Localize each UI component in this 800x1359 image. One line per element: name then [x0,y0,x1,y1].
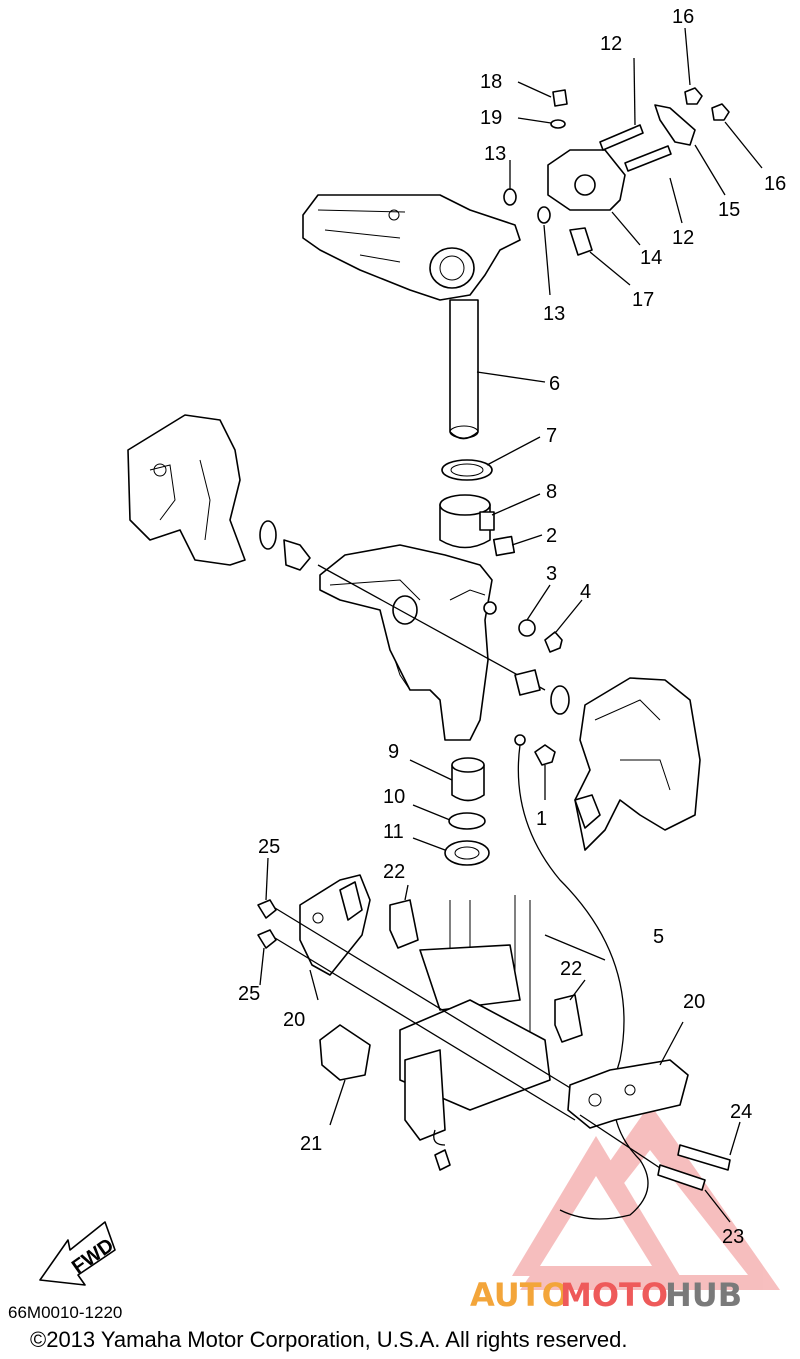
callout-12a: 12 [600,33,622,55]
mount-bracket-20-left [299,874,371,976]
callout-8: 8 [546,481,557,503]
callout-11: 11 [383,821,404,843]
stud-12a [599,124,644,151]
callout-6: 6 [549,373,560,395]
callout-15: 15 [718,199,740,221]
bolt-25a [257,899,277,919]
swivel-bracket [319,544,497,741]
washer-7 [441,459,493,481]
callout-4: 4 [580,581,591,603]
watermark-moto: MOTO [560,1276,668,1314]
watermark-auto: AUTO [470,1276,569,1314]
callout-14: 14 [640,247,662,269]
mount-21 [319,1024,371,1081]
bolt-lower [434,1149,451,1171]
callout-22b: 22 [560,958,582,980]
bushing-left [283,539,311,571]
callout-25b: 25 [238,983,260,1005]
callout-2: 2 [546,525,557,547]
nut-16b [711,103,730,121]
clamp-bracket-left [127,414,246,566]
bushing-9 [451,757,485,802]
callout-25a: 25 [258,836,280,858]
watermark-hub: HUB [665,1276,742,1314]
callout-19: 19 [480,107,502,129]
callout-3: 3 [546,563,557,585]
callout-23: 23 [722,1226,744,1248]
ground-wire-5 [517,744,649,1220]
callout-7: 7 [546,425,557,447]
bushing-3 [518,619,536,637]
bolt-25b [257,929,277,949]
bolt-23 [657,1164,706,1191]
callout-21: 21 [300,1133,322,1155]
mount-22b [554,994,583,1043]
washer-13b [537,206,551,224]
callout-12b: 12 [672,227,694,249]
callout-18: 18 [480,71,502,93]
clamp-bracket-right [574,677,701,851]
watermark-text: AUTO MOTO HUB [470,1276,742,1314]
callout-20b: 20 [283,1009,305,1031]
copyright-text: ©2013 Yamaha Motor Corporation, U.S.A. A… [30,1327,627,1352]
callout-20a: 20 [683,991,705,1013]
mount-bracket-20-right [567,1059,689,1129]
lower-mount [399,895,551,1141]
bushing-8 [439,494,495,549]
washer-left [259,520,277,550]
seal-11 [444,840,490,866]
callout-16a: 16 [672,6,694,28]
callout-16b: 16 [764,173,786,195]
part-2-plate [492,535,516,557]
lead-terminal [514,734,526,746]
steering-bracket [302,194,521,301]
plate-15 [654,104,696,146]
callout-22a: 22 [383,861,405,883]
callout-9: 9 [388,741,399,763]
steering-shaft [449,299,479,440]
oring-10 [448,812,486,830]
washer-19 [550,119,566,129]
nut-16a [684,87,703,105]
bolt-18 [552,89,568,107]
callout-17: 17 [632,289,654,311]
bolt-24 [677,1144,731,1171]
leader-lines [259,27,763,1223]
diagram-code: 66M0010-1220 [8,1303,122,1322]
washer-right [550,685,570,715]
callout-10: 10 [383,786,405,808]
spring [514,669,541,696]
bolt-4 [544,631,563,653]
callout-13b: 13 [543,303,565,325]
screw-1 [534,744,556,766]
callout-13a: 13 [484,143,506,165]
callout-5: 5 [653,926,664,948]
mount-22a [389,899,419,949]
tiller-bracket-parts [547,149,626,256]
callout-1: 1 [536,808,547,830]
washer-13a [503,188,517,206]
watermark-logo [512,1104,780,1290]
stud-12b [624,145,672,172]
callout-24: 24 [730,1101,752,1123]
fwd-arrow-icon [39,1221,116,1286]
